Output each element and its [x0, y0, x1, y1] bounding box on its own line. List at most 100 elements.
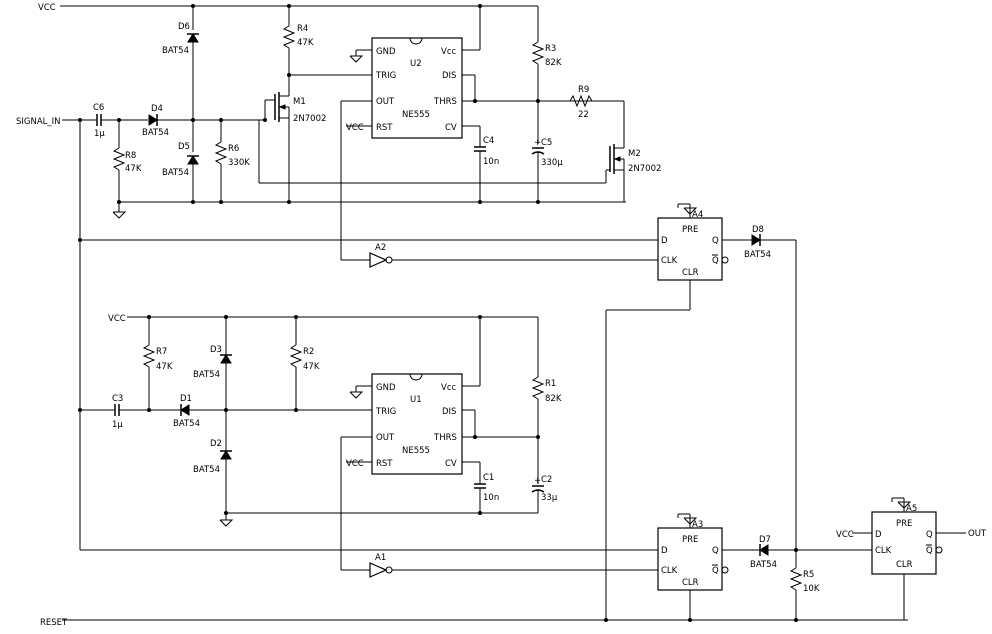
- c6-value: 1µ: [94, 129, 105, 139]
- out-label: OUT: [968, 529, 987, 539]
- d6-ref: D6: [178, 22, 190, 32]
- u2-part: NE555: [402, 110, 430, 120]
- resistor-r8: R8 47K: [112, 118, 142, 219]
- r4-value: 47K: [297, 38, 314, 48]
- ground-rail-top: [117, 200, 626, 204]
- u2-pin-thrs: THRS: [433, 97, 457, 107]
- r8-ref: R8: [125, 151, 136, 161]
- d4-part: BAT54: [142, 128, 169, 138]
- d8-part: BAT54: [744, 250, 771, 260]
- a5-pin-pre: PRE: [896, 519, 912, 529]
- diode-d8: D8 BAT54: [722, 225, 797, 550]
- a5-pin-d: D: [875, 530, 882, 540]
- ground-rail-lower: [226, 511, 538, 515]
- signal-in-label: SIGNAL_IN: [16, 117, 61, 127]
- a5-pin-clr: CLR: [896, 560, 913, 570]
- u1-pin-vcc: Vcc: [441, 383, 456, 393]
- u1-pin-cv: CV: [445, 459, 457, 469]
- r6-value: 330K: [228, 158, 250, 168]
- c2-value: 33µ: [541, 493, 558, 503]
- reset-bus: [62, 309, 908, 622]
- c4-ref: C4: [483, 136, 494, 146]
- r9-value: 22: [578, 110, 589, 120]
- u1-pin-trig: TRIG: [375, 407, 396, 417]
- resistor-r5: R5 10K: [789, 550, 820, 620]
- flipflop-a4: A4 PRE D Q CLK Q CLR: [657, 203, 729, 310]
- resistor-r1: R1 82K: [531, 317, 562, 484]
- c4-value: 10n: [483, 157, 499, 167]
- mosfet-m2: M2 2N7002: [605, 142, 661, 202]
- d3-part: BAT54: [193, 370, 220, 380]
- c2-plus: +: [534, 476, 541, 486]
- d5-part: BAT54: [162, 168, 189, 178]
- capacitor-c1: C1 10n: [474, 462, 499, 513]
- d8-ref: D8: [752, 225, 764, 235]
- resistor-r2: R2 47K: [289, 317, 320, 412]
- r3-ref: R3: [545, 44, 556, 54]
- d2-part: BAT54: [193, 465, 220, 475]
- u1-pin-out: OUT: [376, 433, 395, 443]
- r1-ref: R1: [545, 379, 556, 389]
- u1-part: NE555: [402, 446, 430, 456]
- d3-ref: D3: [210, 345, 222, 355]
- u2-pin-gnd: GND: [376, 47, 396, 57]
- c3-ref: C3: [112, 394, 123, 404]
- d4-ref: D4: [151, 104, 163, 114]
- m2-part: 2N7002: [628, 164, 661, 174]
- u2-pin-cv: CV: [445, 123, 457, 133]
- a5-pin-qbar: Q: [926, 546, 933, 556]
- r3-value: 82K: [545, 58, 562, 68]
- inverter-a2: A2: [341, 243, 658, 268]
- resistor-r4: R4 47K: [282, 6, 372, 88]
- a3-pin-qbar: Q: [712, 566, 719, 576]
- u2-pin-trig: TRIG: [375, 71, 396, 81]
- c1-ref: C1: [483, 473, 494, 483]
- mosfet-m1: M1 2N7002: [264, 88, 326, 202]
- timer-u1: GND TRIG OUT RST Vcc DIS THRS CV U1 NE55…: [340, 317, 540, 570]
- u2-vcc-pin-label: VCC: [346, 123, 364, 133]
- m2-ref: M2: [628, 149, 641, 159]
- d2-ref: D2: [210, 439, 222, 449]
- vcc-rail-lower: [127, 315, 538, 319]
- c6-ref: C6: [93, 103, 104, 113]
- a4-pin-pre: PRE: [682, 225, 698, 235]
- diode-d5: D5 BAT54: [162, 118, 199, 202]
- inverter-a1: A1: [341, 553, 658, 578]
- c5-value: 330µ: [541, 158, 563, 168]
- a2-ref: A2: [375, 243, 386, 253]
- a3-pin-q: Q: [712, 546, 719, 556]
- capacitor-c6: C6 1µ: [93, 103, 148, 139]
- r2-value: 47K: [303, 362, 320, 372]
- u2-pin-dis: DIS: [442, 71, 456, 81]
- d5-ref: D5: [178, 142, 190, 152]
- r7-value: 47K: [156, 362, 173, 372]
- u1-pin-gnd: GND: [376, 383, 396, 393]
- d1-ref: D1: [180, 394, 192, 404]
- vcc-rail-top: [60, 4, 538, 8]
- d6-part: BAT54: [162, 46, 189, 56]
- a3-pin-pre: PRE: [682, 535, 698, 545]
- reset-label: RESET: [40, 618, 68, 628]
- capacitor-c5: + C5 330µ: [531, 138, 563, 202]
- capacitor-c2: + C2 33µ: [531, 475, 558, 513]
- a5-vcc-label: VCC: [836, 530, 854, 540]
- u2-pin-vcc: Vcc: [441, 47, 456, 57]
- m1-gate-wire: [258, 118, 606, 184]
- capacitor-c4: C4 10n: [474, 126, 499, 202]
- u1-pin-thrs: THRS: [433, 433, 457, 443]
- signal-in-wire: [62, 118, 658, 551]
- d7-ref: D7: [759, 535, 771, 545]
- d1-part: BAT54: [173, 419, 200, 429]
- u1-ref: U1: [410, 395, 422, 405]
- r6-ref: R6: [228, 144, 239, 154]
- a3-pin-d: D: [661, 546, 668, 556]
- a3-pin-clk: CLK: [661, 566, 678, 576]
- a4-pin-q: Q: [712, 236, 719, 246]
- vcc-lower-label: VCC: [108, 314, 126, 324]
- c5-ref: C5: [541, 138, 552, 148]
- a3-pin-clr: CLR: [682, 578, 699, 588]
- c1-value: 10n: [483, 493, 499, 503]
- a4-pin-clr: CLR: [682, 268, 699, 278]
